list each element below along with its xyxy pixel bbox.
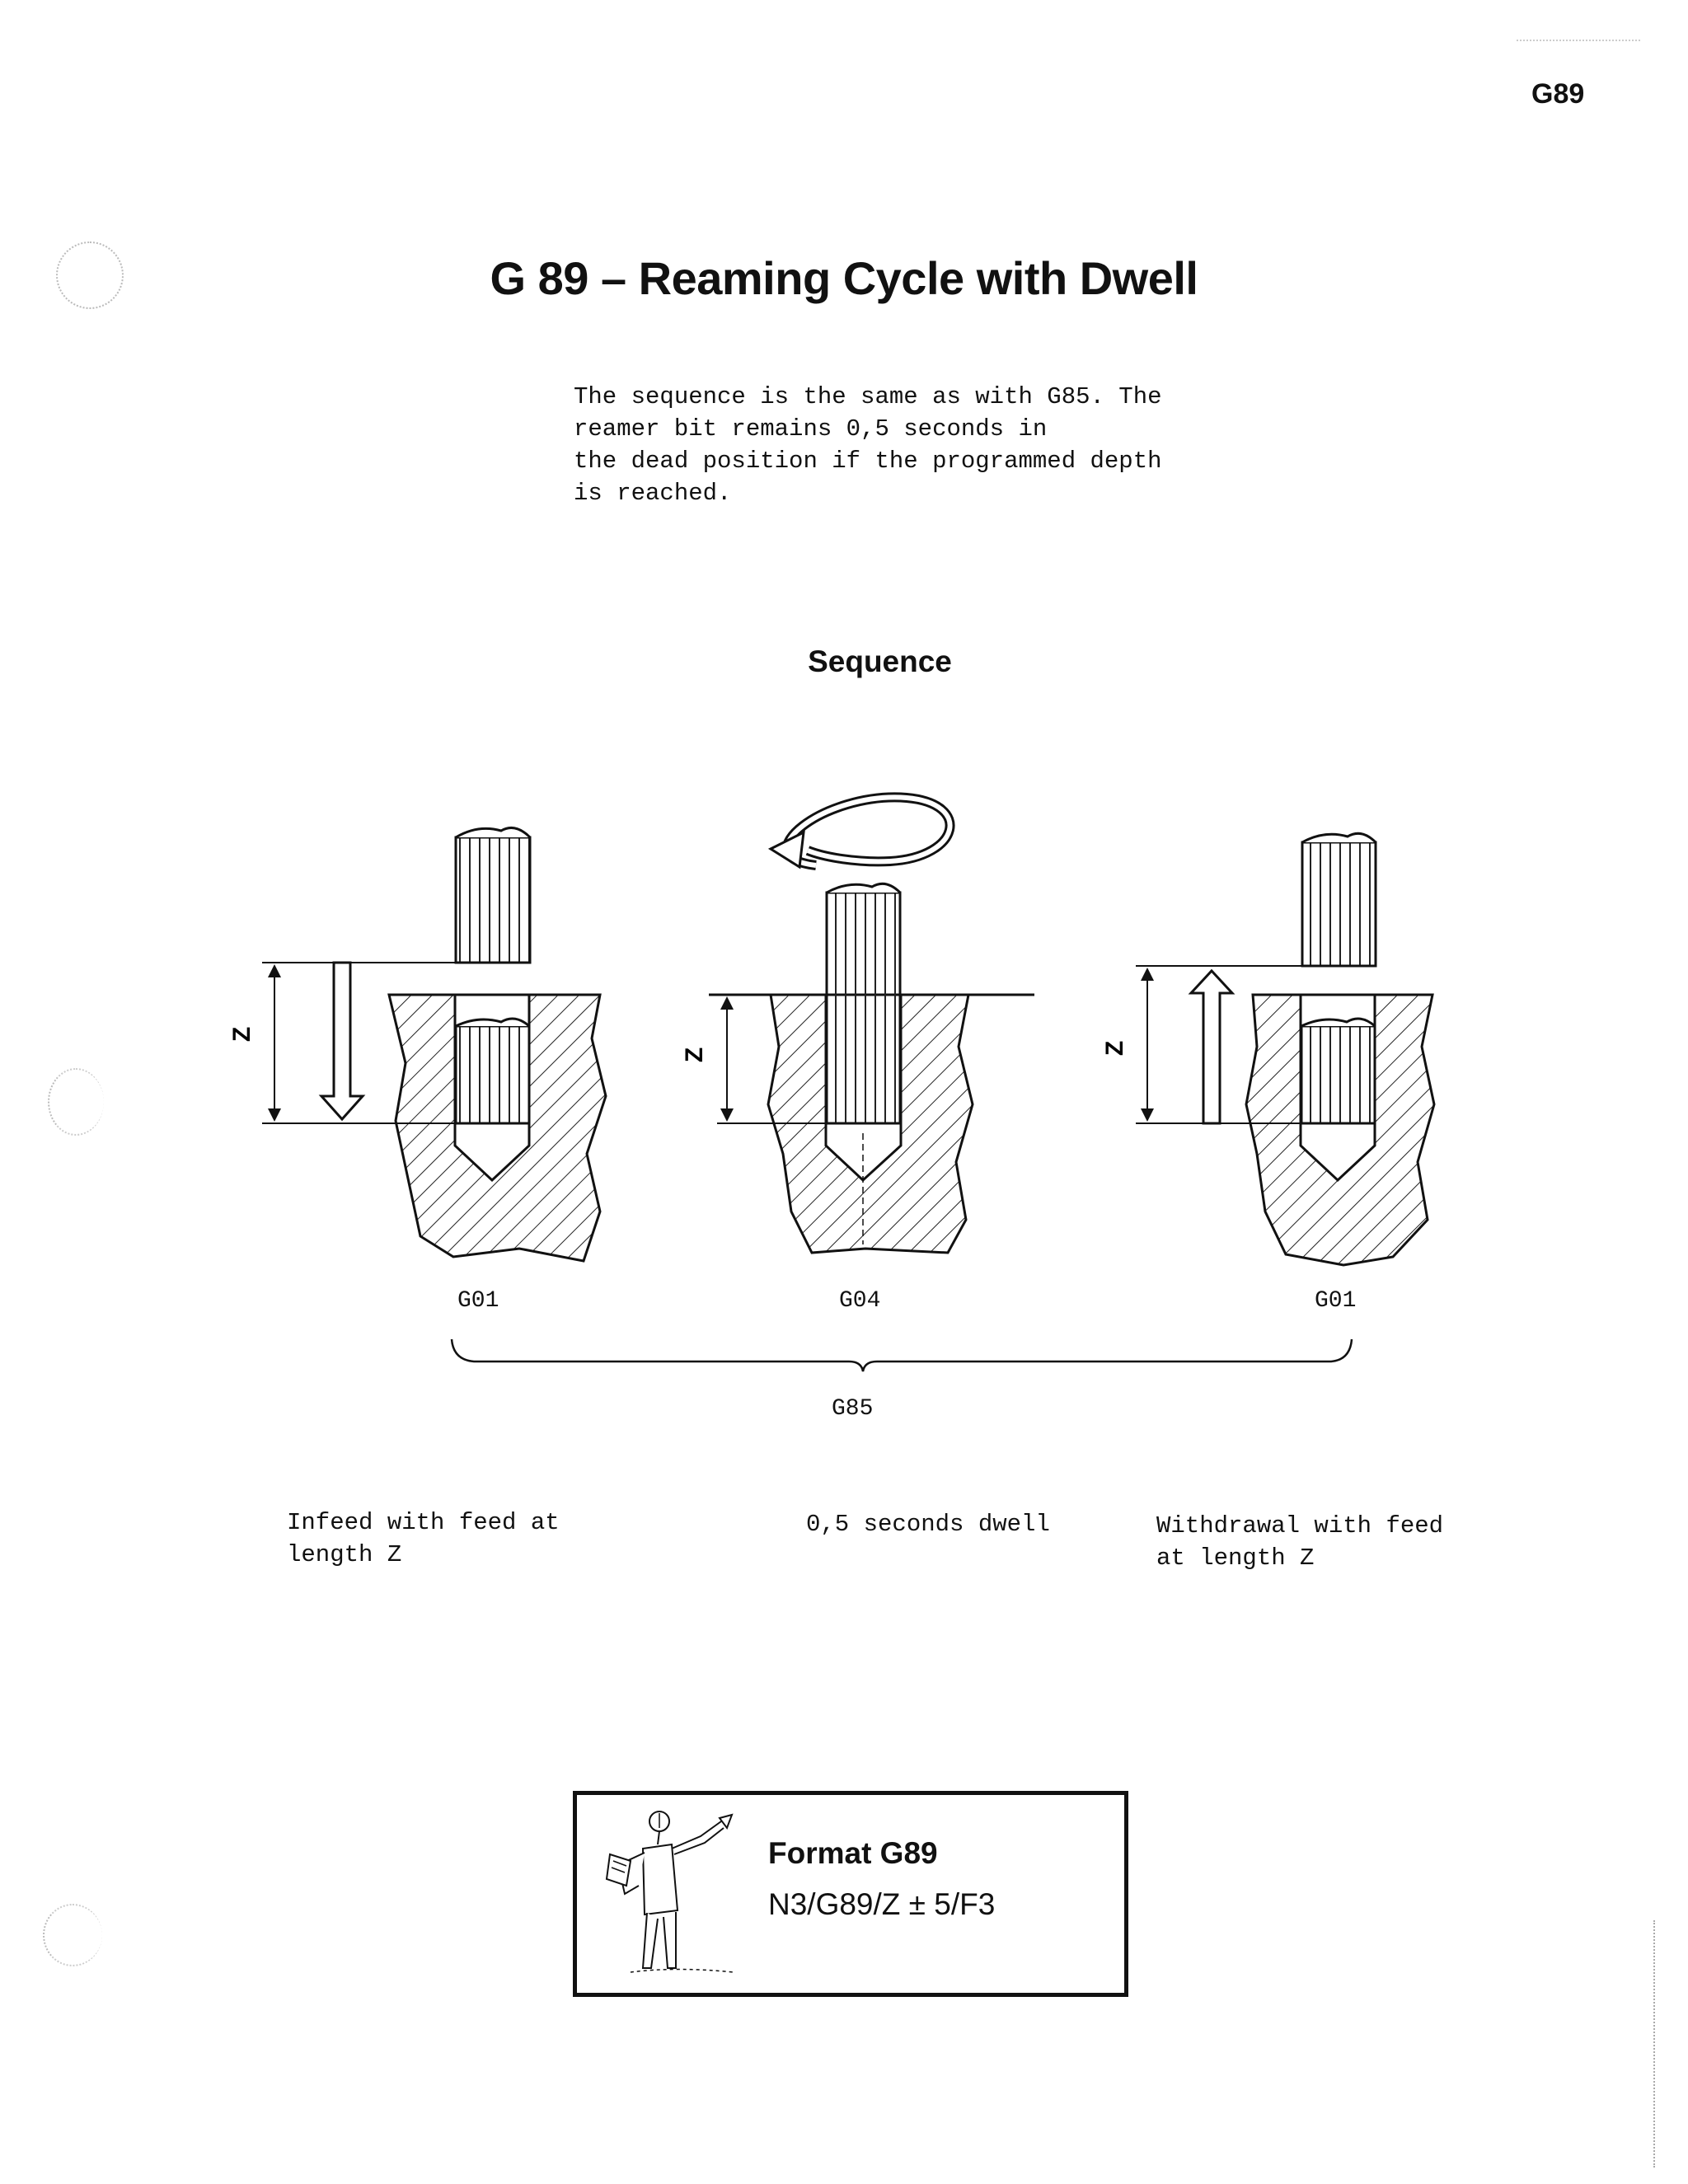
intro-line: the dead position if the programmed dept… [574, 448, 1162, 475]
feed-arrow-up [1188, 968, 1236, 1125]
format-title: Format G89 [768, 1836, 938, 1870]
page-title: G 89 – Reaming Cycle with Dwell [490, 252, 1198, 304]
reamer-in-hole [454, 1024, 531, 1125]
group-brace [450, 1338, 1353, 1372]
stage-dwell-diagram [709, 792, 1034, 1254]
description-line: Infeed with feed at [287, 1509, 560, 1536]
intro-line: reamer bit remains 0,5 seconds in [574, 415, 1048, 443]
stage-infeed-diagram [262, 826, 607, 1263]
pointing-man-icon [605, 1811, 734, 1973]
step-code-infeed: G01 [457, 1288, 499, 1314]
z-dimension-label: Z [228, 1027, 256, 1042]
feed-arrow-down [318, 961, 366, 1122]
reamer-in-hole [1300, 1024, 1376, 1125]
intro-line: The sequence is the same as with G85. Th… [574, 383, 1162, 410]
step-code-withdrawal: G01 [1315, 1288, 1357, 1314]
z-dimension-label: Z [681, 1047, 708, 1062]
step-code-dwell: G04 [839, 1288, 881, 1314]
sequence-heading: Sequence [808, 644, 952, 678]
description-line: at length Z [1156, 1544, 1315, 1572]
step-description-withdrawal: Withdrawal with feed at length Z [1156, 1510, 1443, 1574]
binder-hole-mark [48, 1068, 104, 1136]
edge-line [1517, 40, 1640, 41]
binder-hole-mark [56, 241, 124, 309]
format-box: Format G89 N3/G89/Z ± 5/F3 [573, 1791, 1128, 1997]
group-code-label: G85 [832, 1396, 874, 1422]
reamer-shank [454, 836, 532, 964]
intro-paragraph: The sequence is the same as with G85. Th… [574, 381, 1162, 509]
description-line: Withdrawal with feed [1156, 1512, 1444, 1540]
description-line: 0,5 seconds dwell [806, 1511, 1050, 1538]
stage-withdrawal-diagram [1136, 832, 1436, 1267]
edge-line [1653, 1920, 1655, 2168]
intro-line: is reached. [574, 480, 732, 507]
step-description-infeed: Infeed with feed at length Z [287, 1507, 560, 1571]
format-syntax: N3/G89/Z ± 5/F3 [768, 1887, 996, 1921]
reamer-full-depth [825, 891, 902, 1125]
z-dimension-label: Z [1101, 1041, 1128, 1056]
description-line: length Z [287, 1541, 402, 1568]
step-description-dwell: 0,5 seconds dwell [806, 1508, 1050, 1540]
binder-hole-mark [43, 1904, 102, 1966]
reamer-shank [1301, 841, 1377, 968]
sequence-diagram: Z Z Z [228, 792, 1436, 1372]
page-code: G89 [1531, 78, 1585, 110]
